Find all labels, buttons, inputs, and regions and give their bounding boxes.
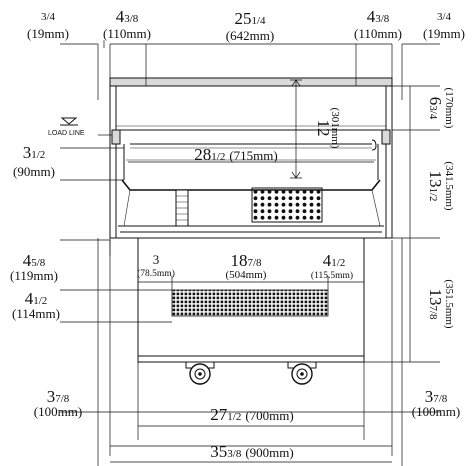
dim-right-mid-mm: (341.5mm) (443, 161, 455, 211)
svg-text:41/2: 41/2 (323, 251, 346, 270)
dim-top-right-panel: 43/8 (367, 7, 390, 26)
svg-text:3: 3 (153, 252, 160, 267)
dim-canopy-height-mm: (301mm) (329, 108, 341, 149)
perforated-panel (251, 187, 323, 223)
dim-top-left-edge: 3/4 (41, 11, 56, 23)
shelf-depth-dimension: 31/2 (90mm) (13, 143, 124, 181)
dim-grille-width-mm: (504mm) (226, 269, 267, 281)
dim-left-gap-mm: (119mm) (10, 268, 58, 283)
dim-bottom-left: 37/8 (47, 387, 70, 406)
dim-grille-right-mm: (115.5mm) (311, 270, 353, 281)
dim-right-lower: 137/8 (426, 288, 445, 320)
dim-top-opening: 251/4 (234, 9, 266, 28)
right-dimension-lines (364, 85, 440, 363)
svg-text:187/8: 187/8 (230, 251, 262, 270)
dim-top-right-edge: 3/4 (437, 11, 452, 23)
dim-bottom-right: 37/8 (425, 387, 448, 406)
dim-right-lower-mm: (351.5mm) (443, 279, 455, 329)
svg-text:41/2: 41/2 (25, 289, 48, 308)
dim-right-upper-mm: (170mm) (443, 88, 455, 129)
dim-shelf-depth-mm: (90mm) (13, 164, 55, 179)
svg-text:45/8: 45/8 (23, 251, 46, 270)
dim-bottom-left-mm: (100mm) (34, 404, 82, 419)
ventilation-grille (171, 289, 329, 317)
svg-text:12: 12 (314, 120, 333, 137)
left-gap-dimension: 45/8 (119mm) (10, 238, 139, 466)
load-line-marker: LOAD LINE (48, 117, 112, 137)
dim-grille-left-mm: (78.5mm) (137, 268, 175, 279)
svg-text:281/2 (715mm): 281/2 (715mm) (194, 145, 277, 164)
dim-right-mid: 131/2 (426, 170, 445, 201)
dim-top-opening-mm: (642mm) (226, 28, 274, 43)
dim-top-right-edge-mm: (19mm) (423, 26, 465, 41)
dim-grille-height-mm: (114mm) (12, 306, 60, 321)
canopy-top (109, 77, 393, 87)
dim-right-upper: 63/4 (426, 97, 445, 120)
canopy-height-dimension: 12 (301mm) (290, 79, 341, 179)
dim-base-width: 271/2 (700mm) (210, 405, 293, 424)
caster-left (185, 361, 215, 385)
dim-top-left-edge-mm: (19mm) (27, 26, 69, 41)
dim-top-right-panel-mm: (110mm) (354, 26, 402, 41)
load-line-label: LOAD LINE (48, 130, 85, 137)
caster-right (287, 361, 317, 385)
svg-text:31/2: 31/2 (23, 143, 46, 162)
cabinet-body (109, 77, 393, 385)
dim-bottom-right-mm: (100mm) (412, 404, 460, 419)
dim-top-left-panel-mm: (110mm) (103, 26, 151, 41)
dim-overall-width: 353/8 (900mm) (210, 442, 293, 461)
inner-width-dimension: 281/2 (715mm) (128, 145, 374, 164)
bottom-dimension-lines (60, 238, 440, 466)
dim-top-left-panel: 43/8 (116, 7, 139, 26)
grille-dimensions: 3 (78.5mm) 187/8 (504mm) 41/2 (115.5mm) … (12, 251, 364, 323)
top-dimension-lines (60, 40, 440, 100)
